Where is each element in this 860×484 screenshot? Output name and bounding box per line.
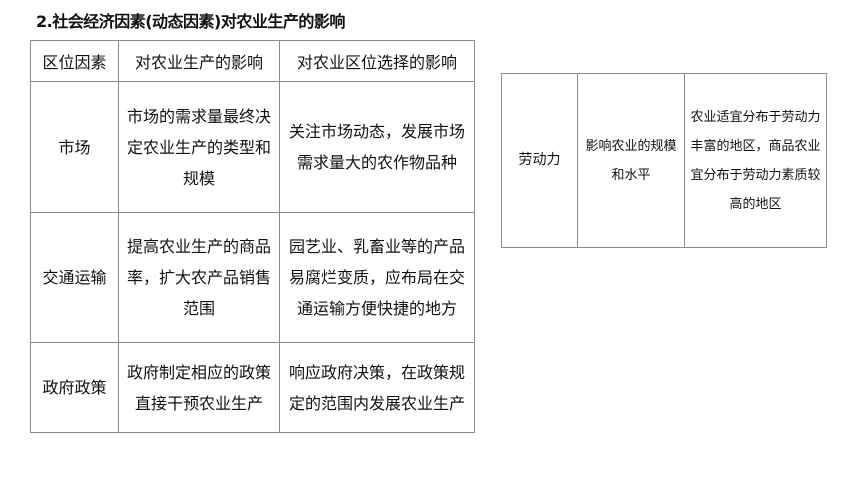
row-location-impact: 响应政府决策，在政策规定的范围内发展农业生产 [279,342,475,433]
row-factor: 劳动力 [501,73,578,248]
row-location-impact: 园艺业、乳畜业等的产品易腐烂变质，应布局在交通运输方便快捷的地方 [279,212,475,343]
row-production-impact: 影响农业的规模和水平 [577,73,685,248]
table-row: 交通运输 提高农业生产的商品率，扩大农产品销售范围 园艺业、乳畜业等的产品易腐烂… [30,212,475,343]
header-factor: 区位因素 [30,40,119,82]
row-factor: 市场 [30,81,119,213]
factor-table: 区位因素 对农业生产的影响 对农业区位选择的影响 市场 市场的需求量最终决定农业… [30,40,475,433]
section-title: 2.社会经济因素(动态因素)对农业生产的影响 [36,12,345,31]
labor-table: 劳动力 影响农业的规模和水平 农业适宜分布于劳动力丰富的地区，商品农业宜分布于劳… [501,73,827,248]
row-location-impact: 农业适宜分布于劳动力丰富的地区，商品农业宜分布于劳动力素质较高的地区 [684,73,827,248]
row-factor: 政府政策 [30,342,119,433]
row-production-impact: 提高农业生产的商品率，扩大农产品销售范围 [118,212,280,343]
table-row: 劳动力 影响农业的规模和水平 农业适宜分布于劳动力丰富的地区，商品农业宜分布于劳… [501,73,827,248]
table-header-row: 区位因素 对农业生产的影响 对农业区位选择的影响 [30,40,475,82]
row-location-impact: 关注市场动态，发展市场需求量大的农作物品种 [279,81,475,213]
row-production-impact: 政府制定相应的政策直接干预农业生产 [118,342,280,433]
header-location-impact: 对农业区位选择的影响 [279,40,475,82]
table-row: 政府政策 政府制定相应的政策直接干预农业生产 响应政府决策，在政策规定的范围内发… [30,342,475,433]
row-production-impact: 市场的需求量最终决定农业生产的类型和规模 [118,81,280,213]
row-factor: 交通运输 [30,212,119,343]
header-production-impact: 对农业生产的影响 [118,40,280,82]
table-row: 市场 市场的需求量最终决定农业生产的类型和规模 关注市场动态，发展市场需求量大的… [30,81,475,213]
